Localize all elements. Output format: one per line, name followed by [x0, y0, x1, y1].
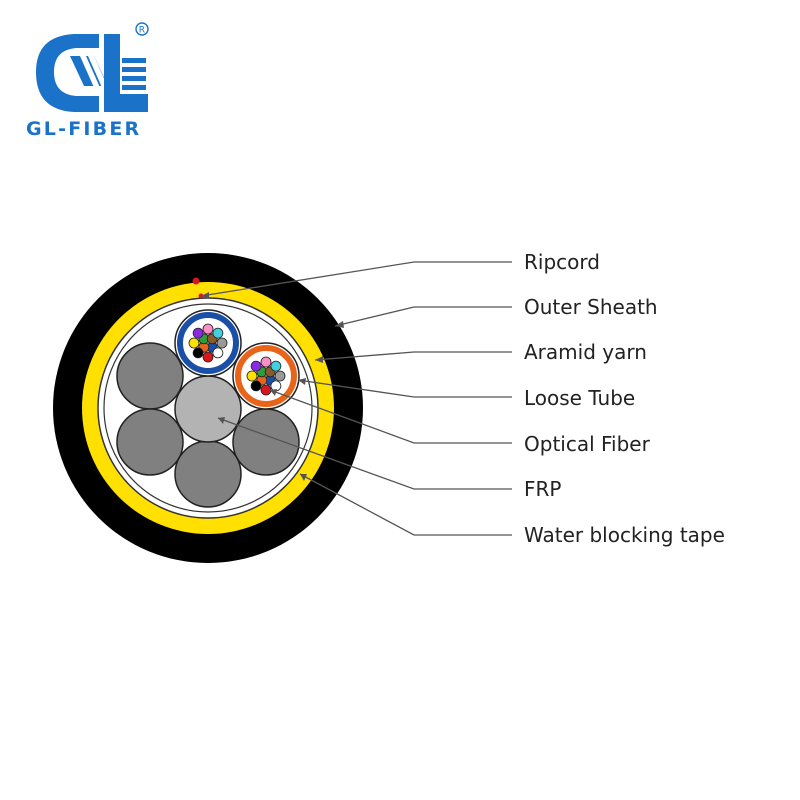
leader-frp	[217, 417, 512, 490]
filler-rod	[116, 408, 184, 476]
filler-rod	[116, 342, 184, 410]
logo-l-stripes	[122, 58, 146, 90]
leader-water-blocking-tape	[299, 473, 512, 536]
brand-name: GL-FIBER	[26, 118, 142, 140]
leader-arrowheads	[201, 292, 344, 481]
fiber-bundle	[188, 323, 228, 363]
leader-lines	[200, 261, 512, 536]
filler-rods	[116, 342, 300, 508]
optical-fiber	[202, 323, 214, 335]
optical-fiber	[202, 351, 214, 363]
optical-fiber	[212, 327, 224, 339]
optical-fiber	[250, 360, 262, 372]
registered-mark: R	[139, 26, 145, 36]
leader-ripcord	[200, 261, 512, 297]
ripcord	[192, 277, 200, 285]
optical-fiber	[192, 347, 204, 359]
optical-fiber	[274, 370, 286, 382]
optical-fiber	[192, 327, 204, 339]
optical-fiber	[188, 337, 200, 349]
optical-fiber	[246, 370, 258, 382]
logo-l-shape	[104, 34, 148, 112]
optical-fiber	[270, 360, 282, 372]
optical-fiber	[250, 380, 262, 392]
label-outer-sheath: Outer Sheath	[524, 295, 658, 319]
leader-outer-sheath	[334, 306, 512, 327]
loose-tube-blue	[174, 309, 242, 377]
registered-mark-circle	[135, 22, 149, 36]
leader-loose-tube	[297, 379, 512, 398]
loose-tube-orange	[232, 342, 300, 410]
filler-rod	[174, 440, 242, 508]
optical-fiber	[260, 356, 272, 368]
fiber-bundle	[246, 356, 286, 396]
gl-fiber-logo: R	[36, 22, 149, 112]
label-aramid-yarn: Aramid yarn	[524, 340, 647, 364]
filler-rod	[232, 408, 300, 476]
leader-optical-fiber	[269, 389, 512, 444]
optical-fiber	[216, 337, 228, 349]
logo-g-shape	[36, 34, 99, 112]
label-ripcord: Ripcord	[524, 250, 600, 274]
label-optical-fiber: Optical Fiber	[524, 432, 650, 456]
optical-fiber	[260, 384, 272, 396]
label-frp: FRP	[524, 477, 562, 501]
optical-fiber	[212, 347, 224, 359]
frp-center	[174, 375, 242, 443]
leader-aramid-yarn	[314, 351, 512, 361]
label-loose-tube: Loose Tube	[524, 386, 636, 410]
label-water-blocking-tape: Water blocking tape	[524, 523, 725, 547]
